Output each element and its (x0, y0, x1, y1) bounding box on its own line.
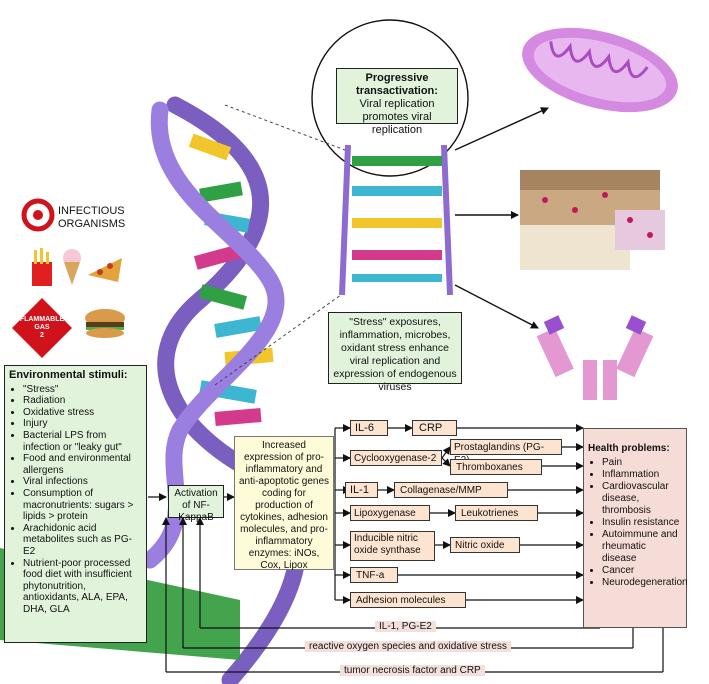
env-item: Injury (23, 418, 142, 430)
crp-box: CRP (412, 420, 457, 436)
cox2-box: Cyclooxygenase-2 (350, 450, 442, 466)
nitric-oxide-box: Nitric oxide (450, 537, 520, 553)
health-title: Health problems: (588, 443, 670, 454)
health-item: Autoimmune and rheumatic disease (602, 529, 682, 565)
tissue-illustration (520, 170, 665, 270)
feedback-il1-pge2-label: IL-1, PG-E2 (375, 621, 436, 632)
thromboxanes-box: Thromboxanes (450, 459, 542, 475)
feedback-ros-label: reactive oxygen species and oxidative st… (305, 641, 511, 652)
env-item: Arachidonic acid metabolites such as PG-… (23, 523, 142, 558)
stress-exposure-box: "Stress" exposures, inflammation, microb… (328, 312, 462, 393)
env-list: "Stress" Radiation Oxidative stress Inju… (9, 384, 142, 616)
flammable-label: FLAMMABLE GAS 2 (12, 316, 72, 340)
env-item: Oxidative stress (23, 407, 142, 419)
flammable-diamond (12, 298, 72, 358)
environmental-stimuli-box: Environmental stimuli: "Stress" Radiatio… (4, 365, 147, 643)
mitochondrion-illustration (522, 27, 678, 113)
expression-box: Increased expression of pro-inflammatory… (234, 436, 334, 571)
inos-box: Inducible nitric oxide synthase (350, 531, 435, 561)
health-item: Cardiovascular disease, thrombosis (602, 481, 682, 517)
pge2-box: Prostaglandins (PG-E2) (450, 439, 562, 466)
infectious-organisms-label: INFECTIOUS ORGANISMS (58, 205, 126, 230)
collagenase-box: Collagenase/MMP (394, 482, 508, 498)
health-item: Insulin resistance (602, 517, 682, 529)
health-list: Pain Inflammation Cardiovascular disease… (588, 457, 688, 589)
env-item: Viral infections (23, 476, 142, 488)
env-item: "Stress" (23, 384, 142, 396)
flammable-line2: GAS (34, 324, 50, 331)
transactivation-text: Viral replication promotes viral replica… (359, 98, 435, 136)
health-item: Neurodegeneration (602, 577, 688, 589)
transactivation-box: Progressive transactivation: Viral repli… (336, 68, 458, 136)
env-item: Consumption of macronutrients: sugars > … (23, 488, 142, 523)
health-item: Inflammation (602, 469, 682, 481)
health-item: Pain (602, 457, 682, 469)
env-item: Food and environmental allergens (23, 453, 142, 476)
feedback-tnf-crp-label: tumor necrosis factor and CRP (340, 665, 485, 676)
leukotrienes-box: Leukotrienes (455, 505, 538, 521)
env-item: Nutrient-poor processed food diet with i… (23, 558, 142, 616)
dna-rungs (188, 133, 274, 426)
health-item: Cancer (602, 565, 682, 577)
dna-zoom-segment (339, 144, 453, 296)
flammable-line1: FLAMMABLE (19, 316, 65, 323)
adhesion-box: Adhesion molecules (350, 592, 466, 608)
zoom-circle (311, 19, 469, 177)
env-item: Bacterial LPS from infection or "leaky g… (23, 430, 142, 453)
il1-box: IL-1 (345, 482, 378, 498)
nfkb-box: Activation of NF-KappaB (168, 485, 224, 523)
env-item: Radiation (23, 395, 142, 407)
env-title: Environmental stimuli: (9, 369, 128, 381)
food-icons (32, 248, 125, 338)
lipoxygenase-box: Lipoxygenase (350, 505, 430, 521)
antibody-illustration (536, 315, 654, 400)
tnf-box: TNF-a (350, 567, 398, 583)
transactivation-title: Progressive transactivation: (356, 72, 438, 97)
biohazard-icon (21, 198, 55, 232)
health-problems-box: Health problems: Pain Inflammation Cardi… (583, 428, 688, 628)
flammable-number: 2 (40, 332, 44, 339)
il6-box: IL-6 (350, 420, 388, 436)
